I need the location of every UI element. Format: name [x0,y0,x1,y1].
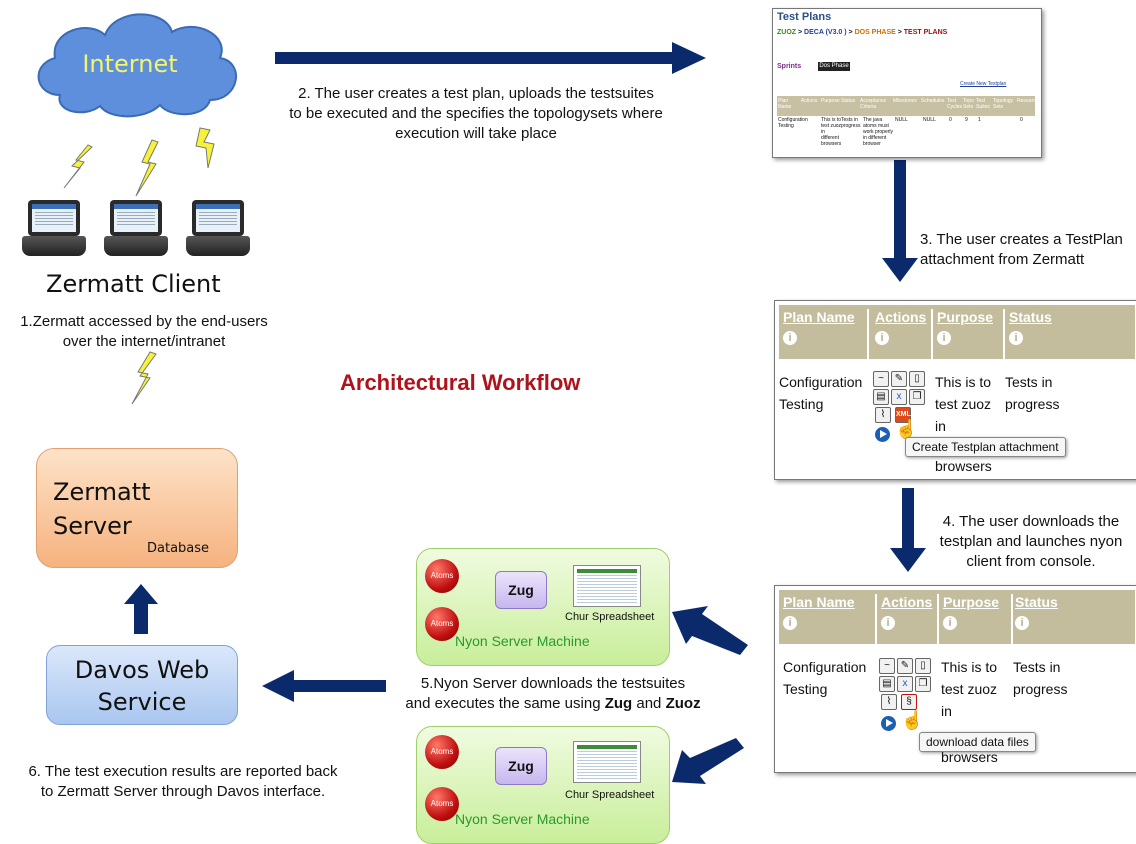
edit-icon[interactable]: ✎ [897,658,913,674]
spreadsheet-label: Chur Spreadsheet [565,789,655,801]
tooltip: Create Testplan attachment [905,437,1066,457]
laptop-icon [186,196,252,262]
print-icon[interactable]: ▤ [873,389,889,405]
info-icon: i [783,616,797,630]
laptop-icon [104,196,170,262]
sprints-label: Sprints [777,63,802,70]
run-icon[interactable] [881,716,896,731]
download-data-screenshot: Plan Name i Actions i Purpose i Status i… [774,585,1136,773]
nyon-server-machine-bottom: Atoms Atoms Zug Chur Spreadsheet Nyon Se… [416,726,670,844]
zug-box: Zug [495,747,547,785]
arrow-davos-to-server [124,584,158,634]
table-header: Plan Name i Actions i Purpose i Status i [779,305,1135,363]
info-icon: i [1009,331,1023,345]
arrow-step6 [262,670,386,702]
excel-icon[interactable]: x [897,676,913,692]
atom-icon: Atoms [425,787,459,821]
spreadsheet-icon [573,741,641,783]
tp-table-row: Configuration Testing This is to test zu… [778,117,1023,147]
xml-icon[interactable]: XML [895,407,911,423]
zermatt-server-box: Zermatt Server Database [36,448,238,568]
machine-label: Nyon Server Machine [455,633,590,649]
excel-icon[interactable]: x [891,389,907,405]
copy-icon[interactable]: ❐ [915,676,931,692]
info-icon: i [783,331,797,345]
arrow-to-nyon-bottom [672,738,744,784]
step1-text: 1.Zermatt accessed by the end-users over… [20,313,268,350]
test-plans-screenshot: Test Plans ZUOZ > DECA (V3.0 ) > DOS PHA… [772,8,1042,158]
info-icon: i [875,331,889,345]
spreadsheet-icon [573,565,641,607]
chart-icon[interactable]: ~ [879,658,895,674]
spreadsheet-label: Chur Spreadsheet [565,611,655,623]
breadcrumb: ZUOZ > DECA (V3.0 ) > DOS PHASE > TEST P… [777,29,948,36]
machine-label: Nyon Server Machine [455,811,590,827]
cursor-hand-icon: ☝ [895,419,918,439]
run-icon[interactable] [875,427,890,442]
tp-table-header: Plan Name Actions Purpose Status Accepta… [777,96,1041,116]
page-title: Architectural Workflow [340,370,581,395]
laptop-icon [22,196,88,262]
davos-web-service-box: Davos Web Service [46,645,238,725]
atom-icon: Atoms [425,559,459,593]
info-icon: i [881,616,895,630]
purpose-tail: browsers [935,458,992,474]
arrow-step2 [275,42,706,74]
arrow-step3 [882,160,918,282]
chart-icon[interactable]: ~ [873,371,889,387]
server-title: Zermatt Server [53,478,151,540]
lightning-bolt-2 [135,139,159,197]
table-header: Plan Name i Actions i Purpose i Status i [779,590,1135,648]
info-icon: i [943,616,957,630]
info-icon: i [937,331,951,345]
lightning-bolt-3 [195,127,215,169]
database-label: Database [147,541,210,556]
cursor-hand-icon: ☝ [901,710,924,730]
print-icon[interactable]: ▤ [879,676,895,692]
step2-text: 2. The user creates a test plan, uploads… [289,85,663,142]
create-testplan-link[interactable]: Create New Testplan [960,81,1007,87]
arrow-to-nyon-top [672,606,748,655]
lightning-bolt-4 [131,351,157,405]
step5-text: 5.Nyon Server downloads the testsuites a… [405,675,701,712]
cloud-label: Internet [82,50,178,78]
atom-icon: Atoms [425,735,459,769]
lightning-bolt-1 [63,144,93,189]
phase-select[interactable]: Dos Phase [818,62,850,71]
step4-text: 4. The user downloads the testplan and l… [939,513,1123,570]
arrow-step4 [890,488,926,572]
tooltip: download data files [919,732,1036,752]
zug-box: Zug [495,571,547,609]
attachment-icon[interactable]: ⌇ [875,407,891,423]
client-title: Zermatt Client [46,270,221,298]
step6-text: 6. The test execution results are report… [28,763,338,800]
create-attachment-screenshot: Plan Name i Actions i Purpose i Status i… [774,300,1136,480]
tp-title: Test Plans [777,11,832,23]
cloud-shape [37,13,237,118]
davos-title: Davos Web Service [74,656,210,716]
info-icon: i [1015,616,1029,630]
delete-icon[interactable]: ▯ [909,371,925,387]
atom-icon: Atoms [425,607,459,641]
attachment-icon[interactable]: ⌇ [881,694,897,710]
delete-icon[interactable]: ▯ [915,658,931,674]
purpose-tail: browsers [941,749,998,765]
step3-text: 3. The user creates a TestPlan attachmen… [920,231,1123,268]
download-data-icon[interactable]: § [901,694,917,710]
edit-icon[interactable]: ✎ [891,371,907,387]
copy-icon[interactable]: ❐ [909,389,925,405]
nyon-server-machine-top: Atoms Atoms Zug Chur Spreadsheet Nyon Se… [416,548,670,666]
